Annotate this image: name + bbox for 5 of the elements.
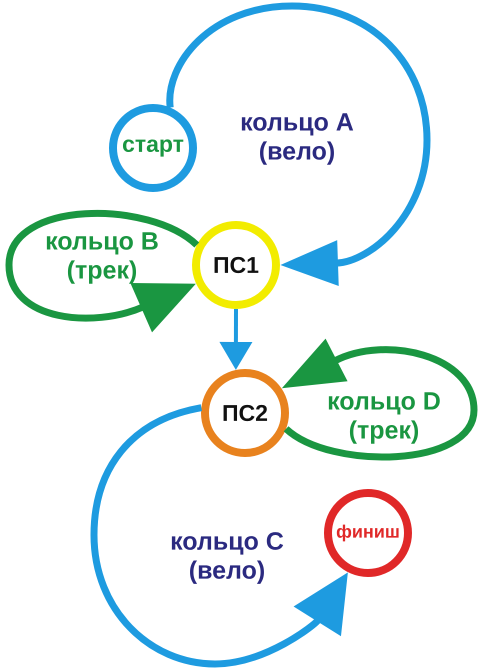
- loop-label: кольцо A (вело): [242, 113, 354, 165]
- loop-arrow: [166, 2, 430, 286]
- loop-label: кольцо C (вело): [172, 532, 284, 584]
- loop-label: кольцо D (трек): [328, 392, 440, 444]
- loop-label: кольцо B (трек): [46, 232, 158, 284]
